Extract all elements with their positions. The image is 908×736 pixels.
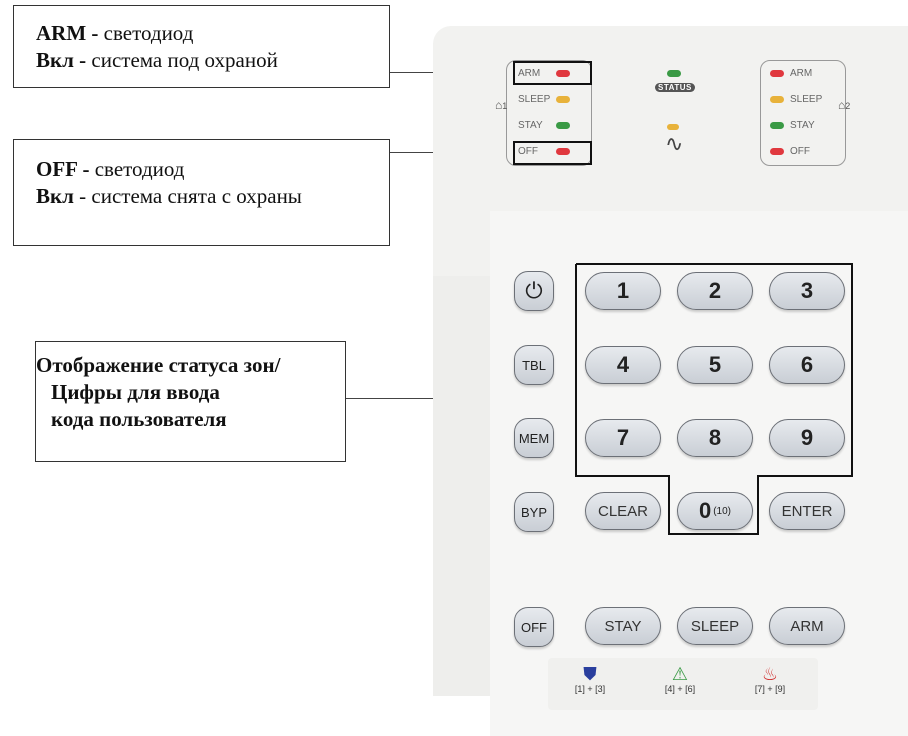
led-row-off: OFF — [518, 142, 570, 160]
off-led-highlight — [513, 141, 592, 165]
house-2-icon: ⌂2 — [838, 98, 851, 112]
led-label: OFF — [518, 145, 538, 157]
emergency-panel — [548, 658, 818, 710]
enter-button[interactable]: ENTER — [769, 492, 845, 530]
sleep-led — [556, 95, 570, 103]
fire-icon: ♨ — [761, 664, 779, 684]
emergency-combo-label: [4] + [6] — [664, 684, 696, 694]
status-led — [667, 70, 681, 77]
arm-led-highlight — [513, 61, 592, 85]
off-callout-meaning: - система снята с охраны — [73, 184, 302, 208]
off-callout-term: OFF - — [36, 157, 90, 181]
arm-callout-meaning: система под охраной — [86, 48, 278, 72]
status-text: STATUS — [655, 83, 695, 92]
digit-6-key[interactable]: 6 — [769, 346, 845, 384]
led-label: STAY — [790, 119, 815, 131]
off-button[interactable]: OFF — [514, 607, 554, 647]
led-row-stay: STAY — [518, 116, 570, 134]
led-label: ARM — [518, 67, 541, 79]
house-1-icon: ⌂1 — [495, 98, 508, 112]
led-row-arm: ARM — [770, 64, 828, 82]
led-label: OFF — [790, 145, 810, 157]
stay-led — [556, 121, 570, 129]
status-label: STATUS — [655, 82, 695, 93]
zones-callout-line2: Цифры для ввода — [51, 380, 220, 404]
mem-button[interactable]: MEM — [514, 418, 554, 458]
led-row-stay: STAY — [770, 116, 828, 134]
byp-button[interactable]: BYP — [514, 492, 554, 532]
arm-callout-state: Вкл - — [36, 48, 87, 72]
zones-callout-line3: кода пользователя — [51, 407, 227, 431]
digit-5-key[interactable]: 5 — [677, 346, 753, 384]
arm-led — [556, 69, 570, 77]
digit-9-key[interactable]: 9 — [769, 419, 845, 457]
zones-callout: Отображение статуса зон/ Цифры для ввода… — [35, 341, 346, 462]
led-group-1-frame — [506, 60, 592, 166]
led-row-sleep: SLEEP — [770, 90, 828, 108]
stay-led — [770, 121, 784, 129]
led-group-2-frame — [760, 60, 846, 166]
led-row-sleep: SLEEP — [518, 90, 570, 108]
ac-wave-icon: ∿ — [665, 131, 684, 156]
emergency-combo-3: ♨[7] + [9] — [740, 664, 800, 694]
zones-callout-line1: Отображение статуса зон/ — [36, 353, 281, 377]
digit-1-key[interactable]: 1 — [585, 272, 661, 310]
power-icon: ⏻ — [525, 278, 543, 303]
emergency-combo-1: ⛊[1] + [3] — [560, 664, 620, 694]
led-label: ARM — [790, 67, 813, 79]
power-button[interactable]: ⏻ — [514, 271, 554, 311]
warning-triangle-icon: ⚠ — [671, 664, 689, 684]
led-row-arm: ARM — [518, 64, 570, 82]
digit-0-key[interactable]: 0(10) — [677, 492, 753, 530]
off-callout-desc: светодиод — [89, 157, 185, 181]
police-shield-icon: ⛊ — [583, 664, 597, 684]
led-label: STAY — [518, 119, 543, 131]
digit-0-sub: (10) — [713, 505, 732, 517]
led-row-off: OFF — [770, 142, 828, 160]
off-led — [770, 147, 784, 155]
stay-button[interactable]: STAY — [585, 607, 661, 645]
ac-power-led — [667, 124, 679, 130]
led-label: SLEEP — [518, 93, 551, 105]
digit-8-key[interactable]: 8 — [677, 419, 753, 457]
digit-2-key[interactable]: 2 — [677, 272, 753, 310]
arm-callout-desc: светодиод — [98, 21, 194, 45]
keypad-side-edge — [433, 276, 490, 696]
clear-button[interactable]: CLEAR — [585, 492, 661, 530]
off-callout-state: Вкл — [36, 184, 74, 208]
off-led-callout: OFF - светодиод Вкл - система снята с ох… — [13, 139, 390, 246]
arm-led-callout: ARM - светодиод Вкл - система под охрано… — [13, 5, 390, 88]
off-led — [556, 147, 570, 155]
emergency-combo-label: [1] + [3] — [574, 684, 606, 694]
arm-button[interactable]: ARM — [769, 607, 845, 645]
digit-0-label: 0 — [698, 498, 712, 523]
arm-led — [770, 69, 784, 77]
digit-4-key[interactable]: 4 — [585, 346, 661, 384]
sleep-led — [770, 95, 784, 103]
digit-3-key[interactable]: 3 — [769, 272, 845, 310]
led-label: SLEEP — [790, 93, 823, 105]
emergency-combo-label: [7] + [9] — [754, 684, 786, 694]
tbl-button[interactable]: TBL — [514, 345, 554, 385]
sleep-button[interactable]: SLEEP — [677, 607, 753, 645]
digit-7-key[interactable]: 7 — [585, 419, 661, 457]
emergency-combo-2: ⚠[4] + [6] — [650, 664, 710, 694]
arm-callout-term: ARM - — [36, 21, 99, 45]
